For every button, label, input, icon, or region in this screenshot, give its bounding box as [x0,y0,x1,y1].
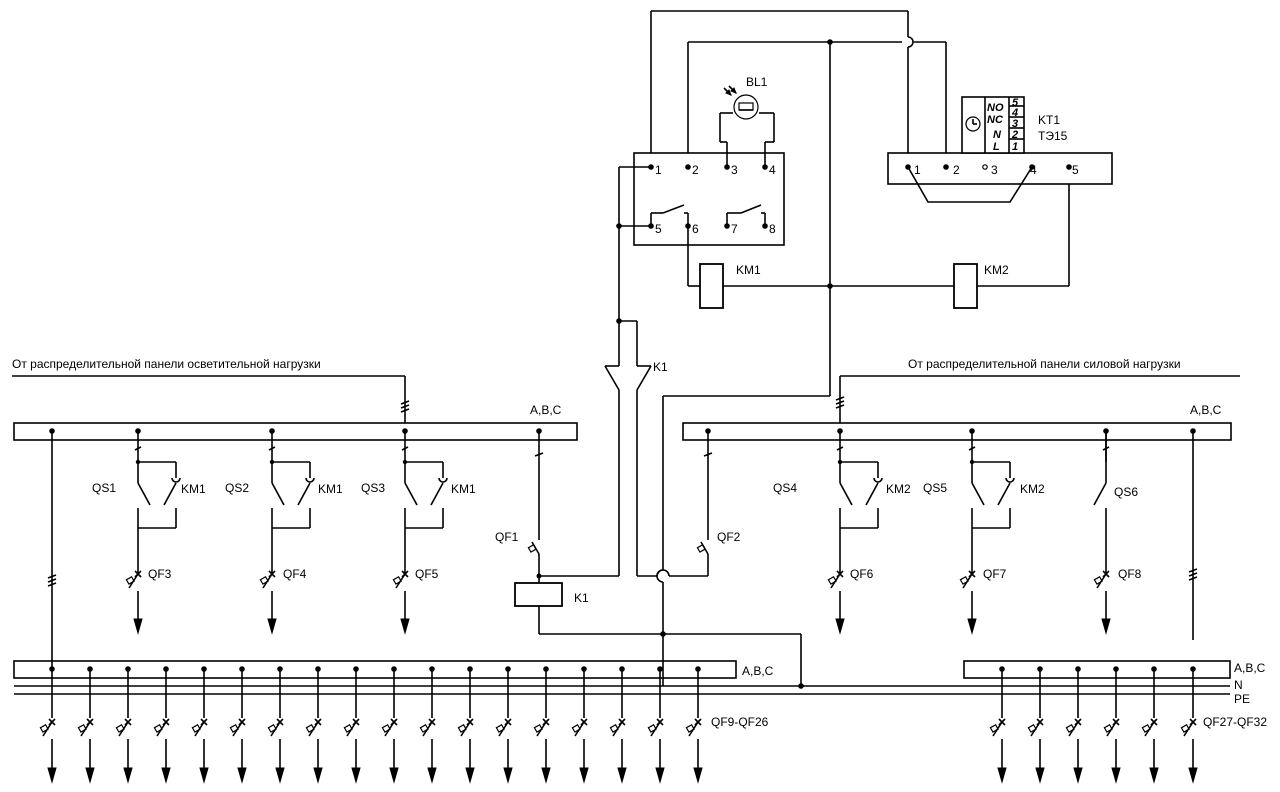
qf7-label: QF7 [983,567,1007,581]
timer-term-no: NO [987,102,1004,114]
km-contact [430,482,444,506]
relay-pin-8: 8 [769,222,776,236]
qs-switch [1093,482,1107,506]
qs6-label: QS6 [1114,485,1138,499]
km1-contact-c-label: KM1 [451,482,476,496]
qs5-label: QS5 [923,481,947,495]
pe-bus-label: PE [1234,692,1250,706]
qf8-label: QF8 [1118,567,1142,581]
qs2-label: QS2 [225,481,249,495]
left-bottom-bus-label: A,B,C [742,664,774,678]
k1-contact-label: K1 [653,360,668,374]
km1-coil [699,263,724,309]
group-left-label: QF9-QF26 [711,715,769,729]
qs-switch [271,482,285,506]
qf4-label: QF4 [283,567,307,581]
relay-pin-4: 4 [769,163,776,177]
qs-switch [137,482,151,506]
timer-term-l: L [993,141,1000,153]
timer-term-nc: NC [987,114,1004,126]
qs-switch [404,482,418,506]
relay-pin-1: 1 [655,163,662,177]
km1-contact-a-label: KM1 [181,482,206,496]
k1-coil [514,582,563,607]
km2-contact-a-label: KM2 [886,482,911,496]
km-contact [865,482,879,506]
timer-num-1: 1 [1012,141,1018,153]
timer-num-2: 2 [1011,129,1018,141]
right-top-bus [682,422,1232,441]
k1-coil-label: K1 [574,591,589,605]
timer-pin-3: 3 [991,163,998,177]
kt1-label: KT1 [1038,113,1060,127]
right-top-bus-label: A,B,C [1190,403,1222,417]
km-contact [297,482,311,506]
qf3-label: QF3 [148,567,172,581]
bl1-label: BL1 [746,75,768,89]
km-contact [163,482,177,506]
kt1-model: ТЭ15 [1038,129,1068,143]
qs-switch [971,482,985,506]
relay-pin-7: 7 [731,222,738,236]
timer-num-3: 3 [1012,118,1018,130]
timer-box [887,152,1113,185]
qs4-label: QS4 [773,481,797,495]
group-right-label: QF27-QF32 [1203,715,1267,729]
timer-pin-2: 2 [953,163,960,177]
relay-pin-3: 3 [731,163,738,177]
power-feed-label: От распределительной панели силовой нагр… [908,357,1181,371]
km-contact [997,482,1011,506]
qf1-label: QF1 [495,530,519,544]
km2-contact-b-label: KM2 [1020,482,1045,496]
timer-pin-5: 5 [1072,163,1079,177]
qs3-label: QS3 [361,481,385,495]
relay-pin-6: 6 [692,222,699,236]
km2-coil [953,263,978,309]
km2-coil-label: KM2 [984,263,1009,277]
km1-contact-b-label: KM1 [318,482,343,496]
relay-pin-2: 2 [692,163,699,177]
qs-switch [839,482,853,506]
qf2-label: QF2 [717,530,741,544]
n-bus-label: N [1234,678,1243,692]
km1-coil-label: KM1 [736,263,761,277]
relay-block [633,152,785,246]
lighting-feed-label: От распределительной панели осветительно… [12,357,321,371]
timer-term-n: N [993,129,1002,141]
qs1-label: QS1 [92,481,116,495]
timer-num-4: 4 [1011,107,1018,119]
qf6-label: QF6 [850,567,874,581]
right-bottom-bus-label: A,B,C [1234,661,1266,675]
timer-pin-1: 1 [914,163,921,177]
left-top-bus [13,422,578,441]
timer-pin-4: 4 [1030,163,1037,177]
right-bottom-bus [963,660,1231,679]
timer-num-5: 5 [1012,97,1019,109]
qf5-label: QF5 [415,567,439,581]
left-bottom-bus [13,660,737,679]
relay-pin-5: 5 [655,222,662,236]
left-top-bus-label: A,B,C [530,403,562,417]
